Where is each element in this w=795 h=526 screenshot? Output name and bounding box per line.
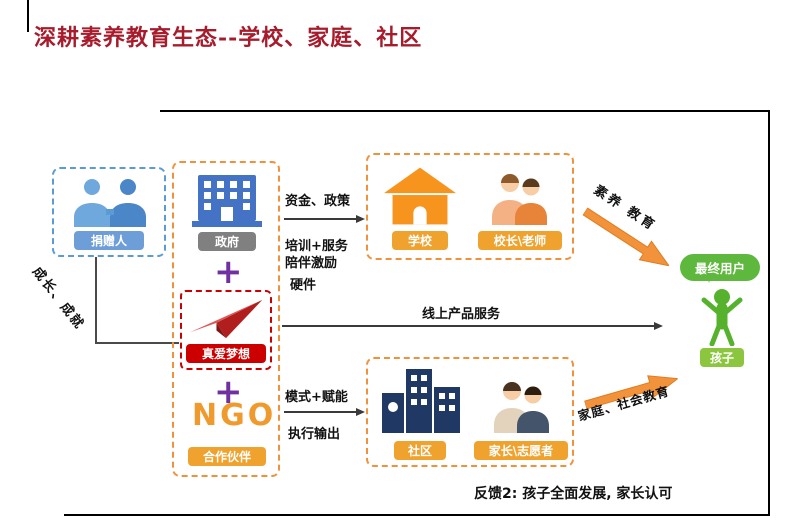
execution-output-label: 执行输出: [288, 427, 341, 442]
donor-group-box: 捐赠人: [52, 167, 166, 257]
training-service-label: 培训+服务: [285, 239, 348, 254]
teacher-label: 校长\老师: [478, 231, 562, 250]
school-label: 学校: [392, 231, 448, 250]
frame-corner-line: [27, 0, 29, 32]
donor-label: 捐赠人: [74, 231, 144, 250]
online-product-service-label: 线上产品服务: [422, 307, 501, 322]
plus-sign-2: +: [214, 372, 243, 412]
school-group-box: 学校 校长\老师: [366, 153, 574, 260]
child-label: 孩子: [700, 348, 744, 367]
plus-sign-1: +: [214, 252, 243, 292]
funds-policy-label: 资金、政策: [285, 194, 351, 209]
growth-connector-horizontal: [95, 342, 179, 344]
frame-border-right: [768, 110, 770, 516]
hardware-label: 硬件: [290, 278, 317, 293]
partner-label: 合作伙伴: [188, 447, 266, 466]
page-title: 深耕素养教育生态--学校、家庭、社区: [34, 25, 423, 51]
frame-border-top: [160, 110, 770, 112]
child-figure-icon: [701, 289, 743, 346]
funds-policy-arrow: [284, 215, 365, 223]
community-label: 社区: [394, 441, 446, 460]
model-empower-label: 模式+赋能: [285, 390, 348, 405]
end-user-bubble: 最终用户: [680, 254, 760, 283]
feedback-note: 反馈2: 孩子全面发展, 家长认可: [474, 486, 673, 502]
government-label: 政府: [198, 232, 256, 251]
companion-incentive-label: 陪伴激励: [285, 256, 338, 271]
community-buildings-icon: [382, 369, 460, 433]
dream-label: 真爱梦想: [186, 344, 266, 363]
paper-plane-icon: [189, 299, 263, 339]
parents-icon: [494, 382, 549, 433]
ngo-text: NGO: [192, 398, 277, 433]
frame-border-bottom: [64, 514, 770, 516]
online-product-service-arrow: [282, 322, 663, 330]
donors-icon: [74, 179, 146, 227]
dream-box: 真爱梦想: [180, 290, 272, 370]
teachers-icon: [492, 174, 547, 225]
suyang-education-arrow: [576, 200, 676, 280]
school-house-icon: [384, 167, 456, 225]
government-building-icon: [192, 175, 262, 227]
parent-label: 家长\志愿者: [474, 441, 568, 460]
family-social-education-arrow: [582, 366, 683, 421]
model-empower-arrow: [284, 408, 365, 416]
growth-connector-vertical: [95, 257, 97, 343]
middle-stack-box: 政府 + 真爱梦想 + NGO 合作伙伴: [172, 161, 280, 477]
growth-achievement-label: 成长、成就: [29, 264, 88, 333]
community-group-box: 社区 家长\志愿者: [366, 357, 574, 467]
